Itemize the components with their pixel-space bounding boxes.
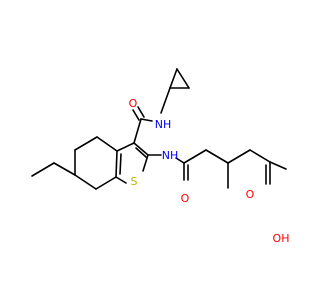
cyclopropyl-n-bond <box>160 87 171 114</box>
ethyl-bond <box>31 162 55 177</box>
cyclohexene-bond <box>74 174 97 190</box>
amide-cn-bond-mid <box>175 157 185 164</box>
thiophene-double-bond <box>135 147 147 158</box>
acid-oxygen-label: O <box>246 188 255 201</box>
oxygen-label-mid: O <box>181 192 190 205</box>
molecule-diagram: O NH S NH O O OH <box>31 68 290 245</box>
ethyl-bond <box>53 162 76 176</box>
cyclohexene-bond <box>74 136 98 151</box>
amide-cn-bond-top <box>140 118 153 122</box>
amide-nh-label-top: NH <box>155 118 172 131</box>
thiophene-double-bond-2 <box>119 153 122 175</box>
cyclohexene-bond <box>95 176 117 190</box>
cyclohexene-bond <box>96 136 118 152</box>
thiophene-bond <box>116 142 135 152</box>
acid-oh-label: OH <box>273 232 290 245</box>
thiophene-bond <box>133 142 149 156</box>
amide-ring-bond <box>133 118 142 144</box>
acid-oh-bond <box>269 161 287 170</box>
carbonyl-bond-top <box>132 109 140 121</box>
sulfur-label: S <box>131 175 138 188</box>
oxygen-label-top: O <box>129 97 138 110</box>
chain-bond <box>205 149 229 164</box>
thiophene-bond <box>142 154 149 172</box>
cyclopropyl-bond <box>169 68 178 89</box>
structure-svg: O NH S NH O O OH <box>31 68 290 245</box>
amide-nh-label-mid: NH <box>162 149 179 162</box>
thiophene-bond <box>115 176 127 184</box>
cyclopropyl-bond <box>176 68 190 89</box>
carbonyl-bond-top-2 <box>137 106 145 118</box>
thiophene-bond <box>115 150 118 178</box>
chain-bond <box>227 149 251 164</box>
chain-bond <box>183 149 207 164</box>
chain-bond <box>249 149 271 163</box>
